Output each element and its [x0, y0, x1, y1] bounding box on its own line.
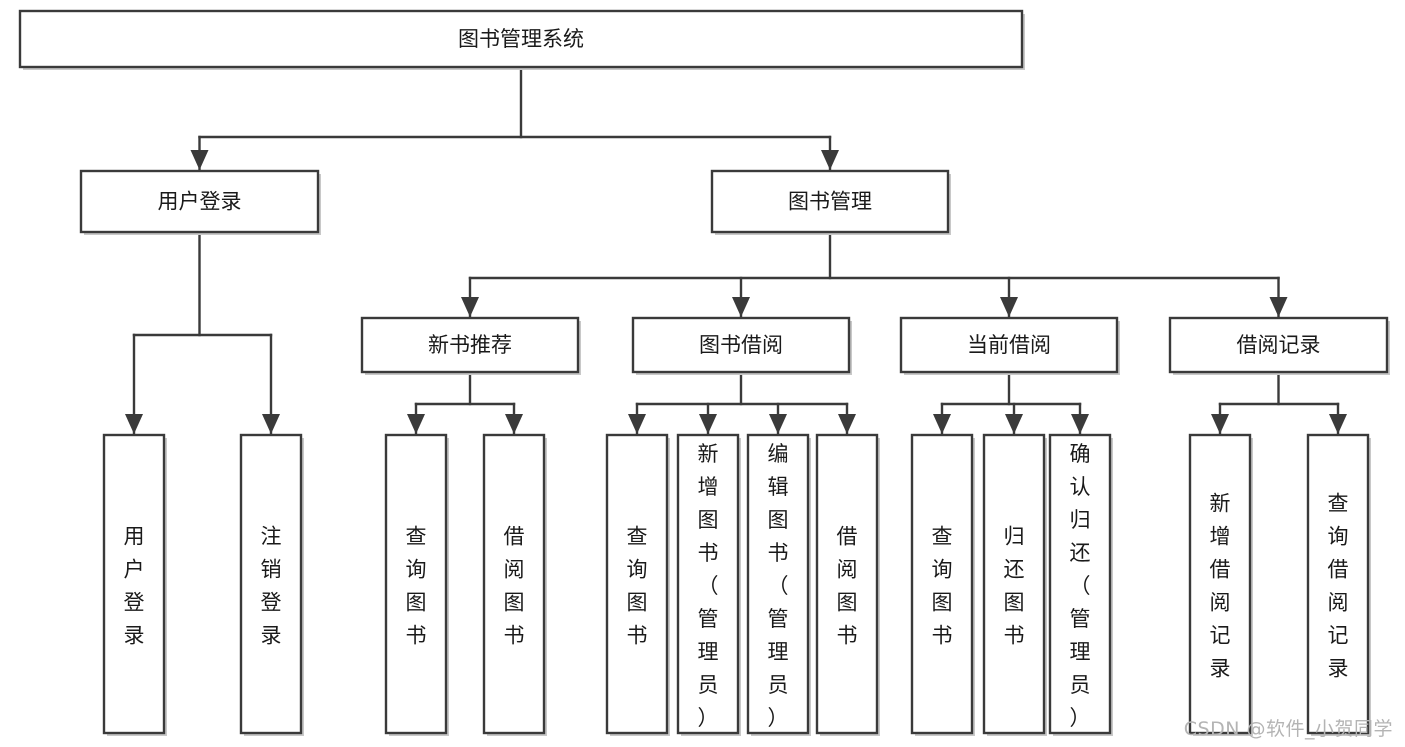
- node-rect[interactable]: [384, 433, 448, 735]
- arrow-head: [1000, 297, 1018, 317]
- node-rect[interactable]: [79, 169, 320, 234]
- arrow-head: [1005, 414, 1023, 434]
- node-rect[interactable]: [1168, 316, 1389, 374]
- node-leaf-query-book-2[interactable]: [605, 433, 670, 736]
- node-rect[interactable]: [1048, 433, 1112, 735]
- node-rect[interactable]: [982, 433, 1046, 735]
- node-label-book-manage: 图书管理: [788, 190, 872, 214]
- node-leaf-add-book[interactable]: [676, 433, 741, 736]
- node-label-leaf-logout: 注销登录: [261, 525, 282, 648]
- node-leaf-edit-book[interactable]: [746, 433, 811, 736]
- arrow-head: [262, 414, 280, 434]
- node-rect[interactable]: [1188, 433, 1252, 735]
- node-rect[interactable]: [102, 433, 166, 735]
- node-label-leaf-edit-book: 编辑图书（管理员）: [768, 442, 789, 730]
- node-label-leaf-query-book-1: 查询图书: [406, 525, 427, 648]
- node-label-leaf-add-record: 新增借阅记录: [1210, 492, 1231, 681]
- node-current-borrow[interactable]: [899, 316, 1120, 375]
- connector-layer: [125, 65, 1347, 436]
- node-rect[interactable]: [746, 433, 810, 735]
- arrow-head: [407, 414, 425, 434]
- node-leaf-confirm-return[interactable]: [1048, 433, 1113, 736]
- arrow-head: [1269, 297, 1288, 317]
- arrow-head: [1071, 414, 1089, 434]
- node-label-leaf-borrow-book-1: 借阅图书: [504, 525, 525, 648]
- node-user-login[interactable]: [79, 169, 321, 235]
- node-leaf-borrow-book-2[interactable]: [815, 433, 880, 736]
- node-leaf-query-record[interactable]: [1306, 433, 1371, 736]
- arrow-head: [933, 414, 951, 434]
- node-layer: [18, 9, 1390, 736]
- node-rect[interactable]: [676, 433, 740, 735]
- label-layer: 图书管理系统用户登录图书管理新书推荐图书借阅当前借阅借阅记录用户登录注销登录查询…: [124, 27, 1349, 730]
- arrow-head: [1211, 414, 1229, 434]
- node-leaf-borrow-book-1[interactable]: [482, 433, 547, 736]
- arrow-head: [699, 414, 717, 434]
- node-rect[interactable]: [631, 316, 851, 374]
- node-label-user-login: 用户登录: [158, 190, 242, 214]
- node-rect[interactable]: [605, 433, 669, 735]
- node-new-book-rec[interactable]: [360, 316, 581, 375]
- arrow-head: [505, 414, 523, 434]
- arrow-head: [732, 297, 750, 317]
- arrow-head: [769, 414, 787, 434]
- node-label-leaf-confirm-return: 确认归还（管理员）: [1070, 442, 1091, 730]
- node-label-leaf-return-book: 归还图书: [1004, 525, 1025, 648]
- node-label-leaf-user-login: 用户登录: [124, 525, 145, 648]
- node-rect[interactable]: [710, 169, 950, 234]
- node-label-leaf-borrow-book-2: 借阅图书: [837, 525, 858, 648]
- arrow-head: [1329, 414, 1347, 434]
- arrow-head: [821, 150, 839, 170]
- node-rect[interactable]: [910, 433, 974, 735]
- node-label-new-book-rec: 新书推荐: [428, 333, 512, 357]
- node-label-leaf-add-book: 新增图书（管理员）: [698, 442, 719, 730]
- node-rect[interactable]: [815, 433, 879, 735]
- node-rect[interactable]: [360, 316, 580, 374]
- arrow-head: [838, 414, 856, 434]
- arrow-head: [461, 297, 479, 317]
- node-label-current-borrow: 当前借阅: [967, 333, 1051, 357]
- node-rect[interactable]: [18, 9, 1024, 69]
- node-rect[interactable]: [239, 433, 303, 735]
- node-label-leaf-query-book-3: 查询图书: [932, 525, 953, 648]
- node-leaf-user-login[interactable]: [102, 433, 167, 736]
- node-label-leaf-query-book-2: 查询图书: [627, 525, 648, 648]
- node-book-manage[interactable]: [710, 169, 951, 235]
- node-leaf-return-book[interactable]: [982, 433, 1047, 736]
- node-label-book-borrow: 图书借阅: [699, 333, 783, 357]
- node-rect[interactable]: [1306, 433, 1370, 735]
- node-rect[interactable]: [482, 433, 546, 735]
- arrow-head: [628, 414, 646, 434]
- node-label-borrow-record: 借阅记录: [1237, 333, 1321, 357]
- node-leaf-query-book-3[interactable]: [910, 433, 975, 736]
- node-leaf-add-record[interactable]: [1188, 433, 1253, 736]
- node-leaf-query-book-1[interactable]: [384, 433, 449, 736]
- node-label-leaf-query-record: 查询借阅记录: [1328, 492, 1349, 681]
- node-leaf-logout[interactable]: [239, 433, 304, 736]
- node-label-root: 图书管理系统: [458, 27, 584, 51]
- node-root[interactable]: [18, 9, 1025, 70]
- arrow-head: [125, 414, 143, 434]
- arrow-head: [190, 150, 209, 170]
- node-rect[interactable]: [899, 316, 1119, 374]
- node-book-borrow[interactable]: [631, 316, 852, 375]
- node-borrow-record[interactable]: [1168, 316, 1390, 375]
